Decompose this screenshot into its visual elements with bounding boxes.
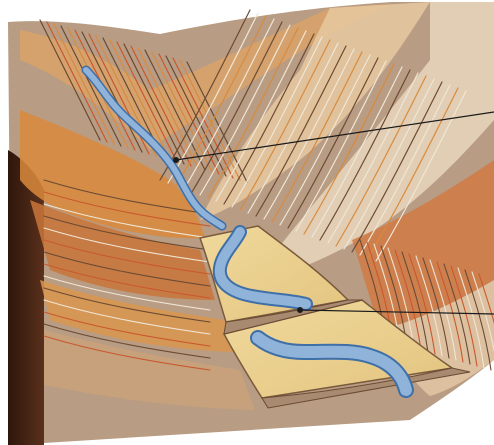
pointer-dot-icon [173,157,179,163]
pointer-dot-icon [297,307,303,313]
